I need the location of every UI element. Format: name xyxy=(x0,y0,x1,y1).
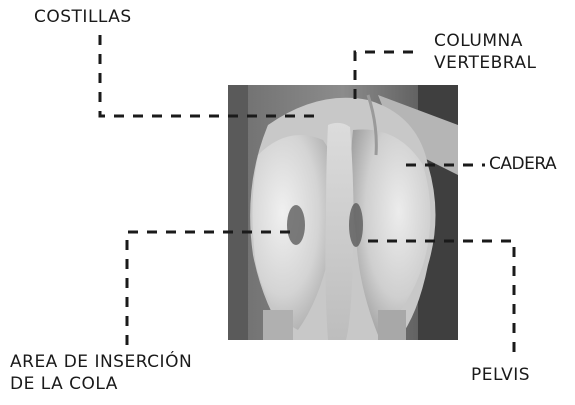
cadera-text: CADERA xyxy=(489,153,556,175)
columna-text-line1: COLUMNA xyxy=(434,30,536,52)
cow-rear-photo xyxy=(228,85,458,340)
costillas-label: COSTILLAS xyxy=(34,6,132,28)
columna-vertebral-label: COLUMNA VERTEBRAL xyxy=(434,30,536,74)
cadera-label: CADERA xyxy=(489,153,556,175)
area-text-line1: AREA DE INSERCIÓN xyxy=(10,351,192,373)
pelvis-label: PELVIS xyxy=(471,364,530,386)
costillas-text: COSTILLAS xyxy=(34,6,132,28)
pelvis-text: PELVIS xyxy=(471,364,530,386)
columna-text-line2: VERTEBRAL xyxy=(434,52,536,74)
area-text-line2: DE LA COLA xyxy=(10,373,192,395)
area-insercion-cola-label: AREA DE INSERCIÓN DE LA COLA xyxy=(10,351,192,395)
